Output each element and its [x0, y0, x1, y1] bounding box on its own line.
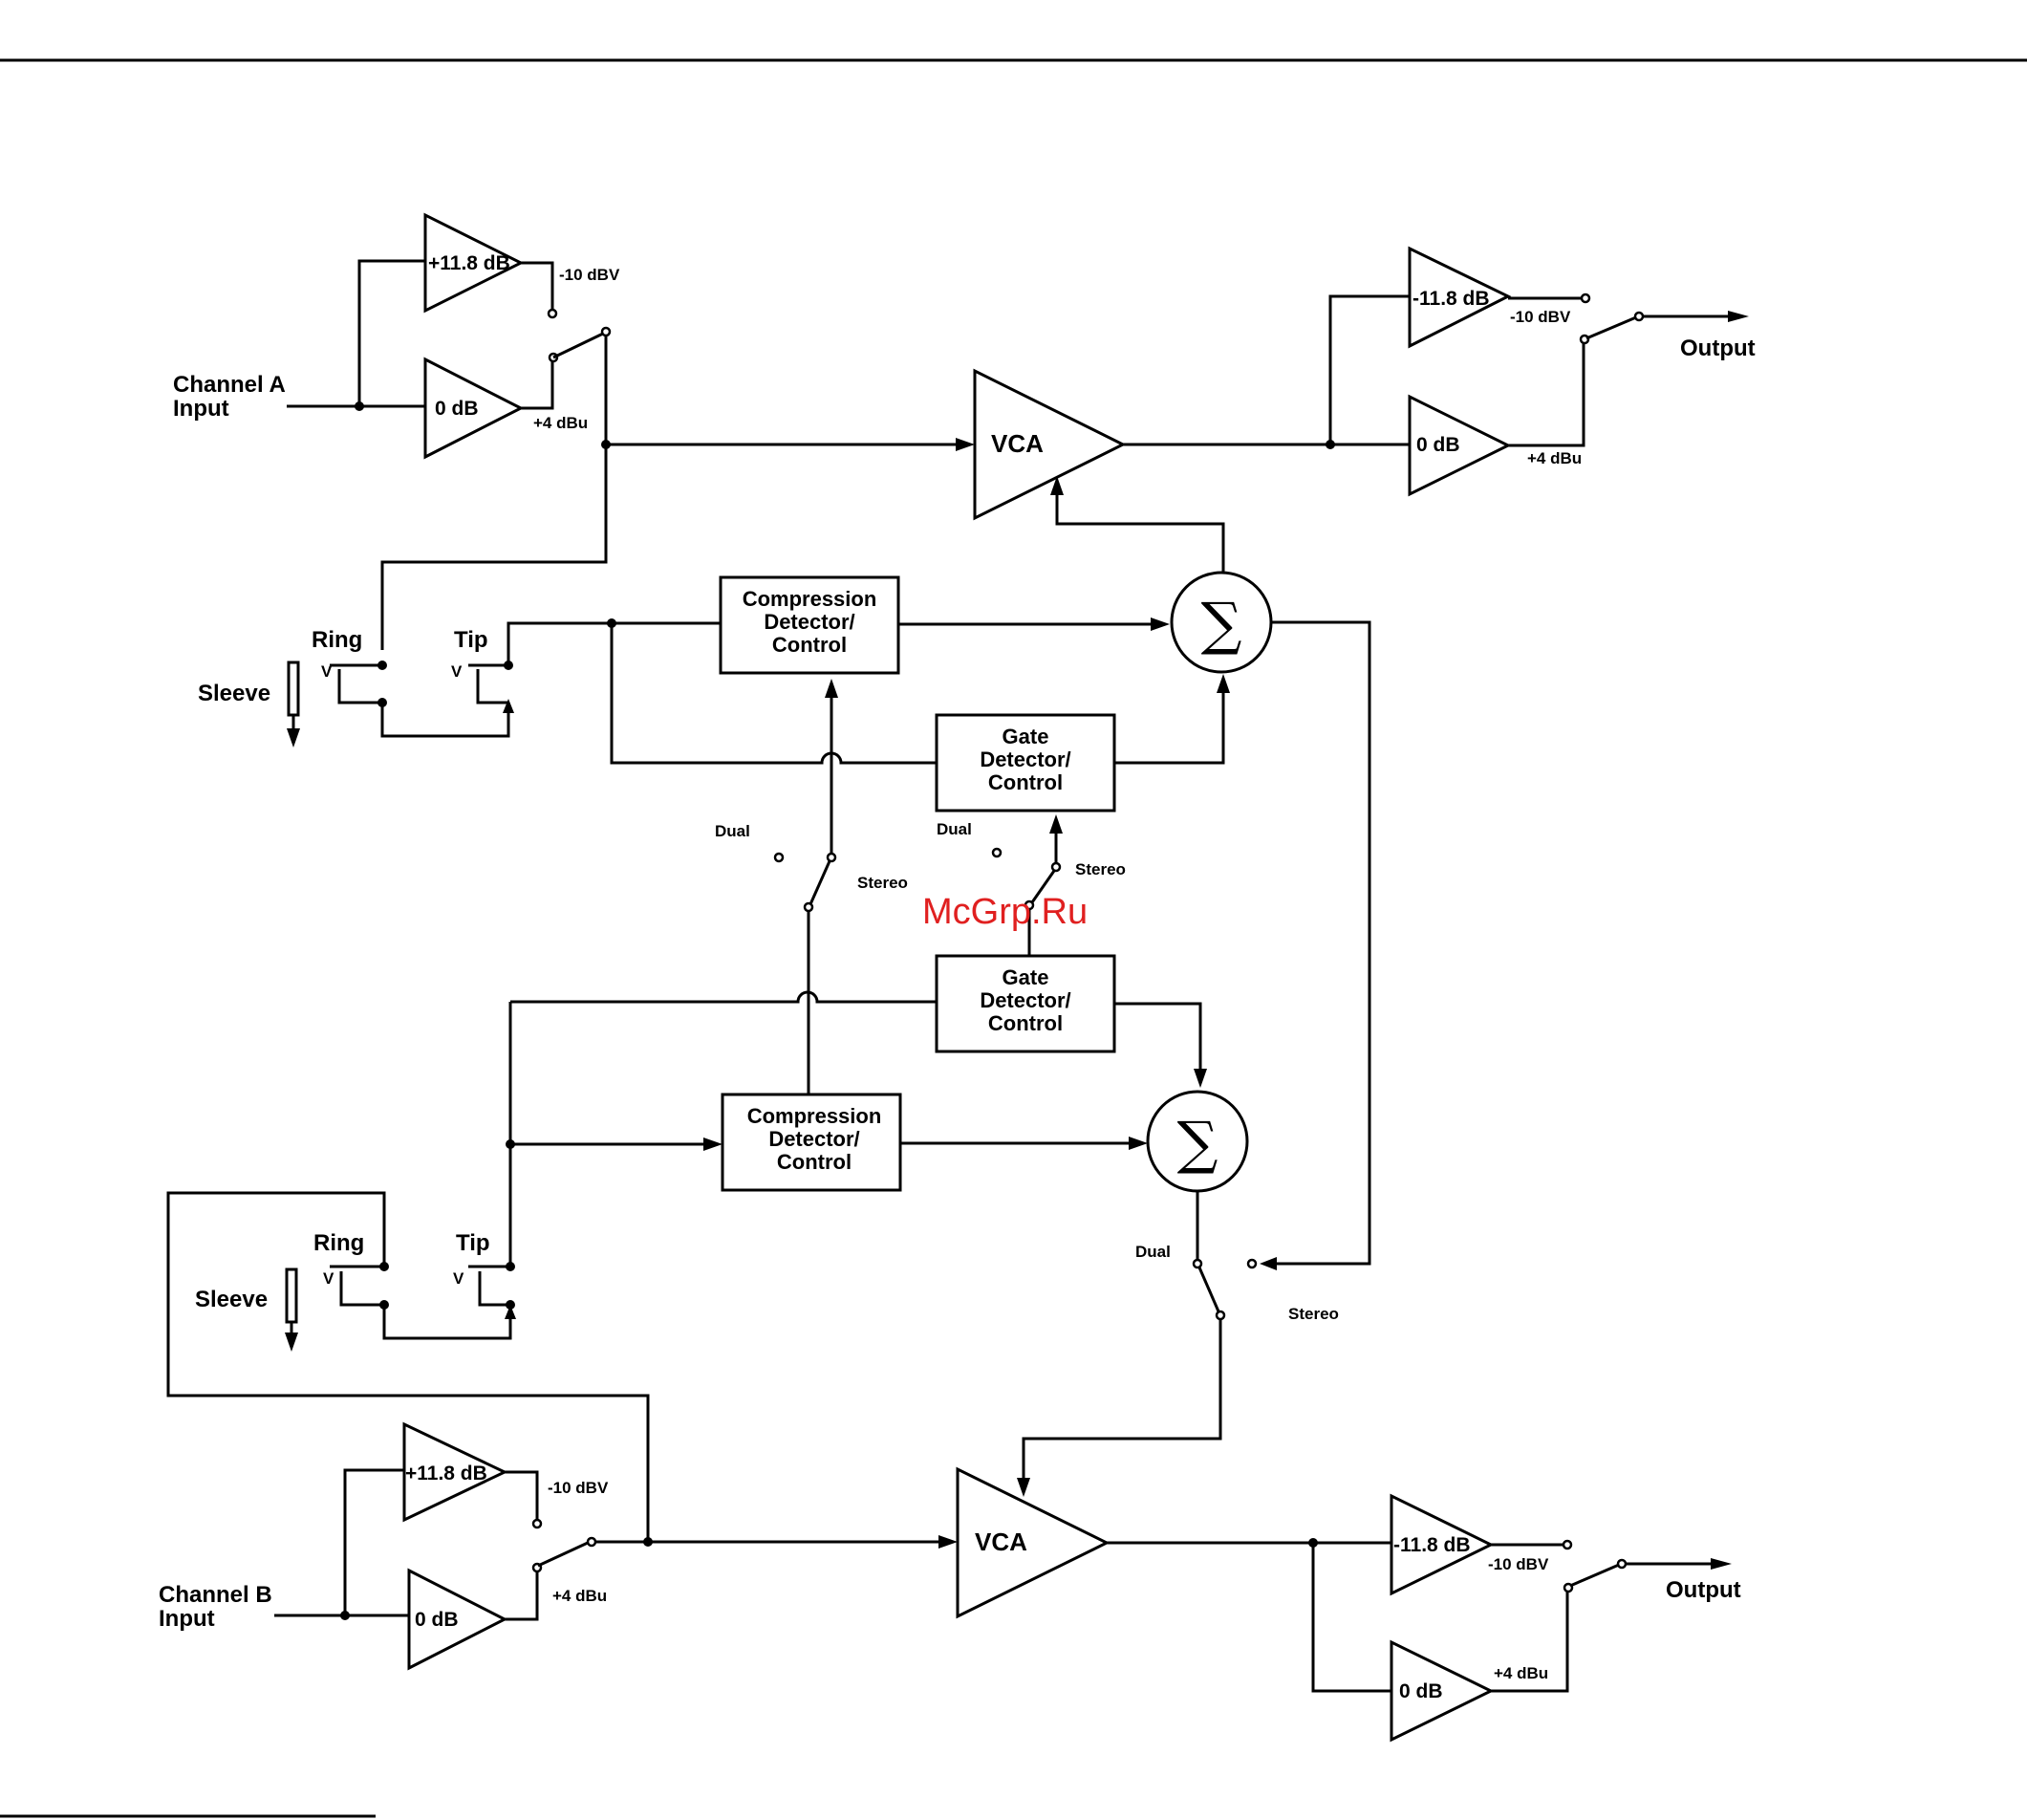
channel-b-summing-symbol: ∑: [1177, 1110, 1218, 1177]
channel-b-ring-label: Ring: [313, 1230, 364, 1256]
channel-a-input-amp-bottom: [423, 357, 525, 460]
channel-a-sleeve-label: Sleeve: [198, 681, 270, 706]
svg-text:Control: Control: [988, 770, 1063, 794]
channel-b-input-label-2: Input: [159, 1606, 215, 1632]
channel-b-output-label: Output: [1666, 1577, 1741, 1603]
svg-text:Control: Control: [777, 1150, 852, 1174]
svg-text:Compression: Compression: [743, 587, 877, 611]
channel-b-sleeve-label: Sleeve: [195, 1287, 268, 1312]
channel-a-section: Channel A Input +11.8 dB 0 dB -10 dBV +4…: [173, 212, 1756, 1270]
svg-text:V: V: [321, 662, 333, 681]
comp-switch-stereo-label: Stereo: [857, 874, 908, 892]
channel-a-tip-label: Tip: [454, 627, 488, 653]
channel-a-output-amp-bottom: [1408, 394, 1512, 497]
channel-b-out-amp-top-gain: -11.8 dB: [1393, 1534, 1471, 1556]
channel-a-amp-top-gain: +11.8 dB: [428, 252, 510, 274]
svg-text:Detector/: Detector/: [980, 748, 1070, 771]
channel-b-vca-label: VCA: [975, 1528, 1027, 1556]
channel-b-input-label: Channel B: [159, 1582, 272, 1608]
svg-text:Detector/: Detector/: [980, 988, 1070, 1012]
channel-b-level-plus4: +4 dBu: [552, 1587, 607, 1605]
channel-a-compression-block: [719, 575, 900, 675]
channel-b-input-amp-bottom: [407, 1568, 508, 1671]
svg-text:Detector/: Detector/: [768, 1127, 859, 1151]
svg-text:Control: Control: [772, 633, 847, 657]
channel-b-gate-block: [935, 954, 1116, 1053]
channel-b-out-amp-bottom-gain: 0 dB: [1399, 1680, 1443, 1702]
channel-a-output-amp-top: [1408, 246, 1512, 349]
channel-b-input-amp-top: [402, 1421, 508, 1523]
watermark: McGrp.Ru: [922, 892, 1088, 932]
channel-a-input-amp-top: [423, 212, 525, 314]
channel-b-vca: [956, 1466, 1111, 1619]
svg-text:V: V: [453, 1269, 464, 1288]
channel-a-out-level-minus10: -10 dBV: [1510, 308, 1571, 326]
channel-a-out-amp-bottom-gain: 0 dB: [1416, 434, 1460, 456]
channel-a-ring-label: Ring: [312, 627, 362, 653]
channel-b-compression-block: [721, 1093, 902, 1192]
channel-a-input-label: Channel A: [173, 372, 286, 398]
svg-text:Detector/: Detector/: [764, 610, 854, 634]
svg-text:Compression: Compression: [747, 1104, 882, 1128]
channel-b-sleeve-contact: [285, 1268, 298, 1324]
vca-switch-stereo-label: Stereo: [1288, 1305, 1339, 1323]
channel-a-out-amp-top-gain: -11.8 dB: [1412, 288, 1490, 310]
channel-b-amp-top-gain: +11.8 dB: [405, 1462, 487, 1484]
channel-a-vca-label: VCA: [991, 429, 1044, 458]
gate-switch-dual-label: Dual: [937, 820, 972, 838]
channel-a-level-minus10: -10 dBV: [559, 266, 620, 284]
svg-text:Gate: Gate: [1003, 725, 1049, 748]
channel-b-amp-bottom-gain: 0 dB: [415, 1609, 459, 1631]
channel-b-section: Gate Detector/ Control Compression Detec…: [159, 954, 1741, 1743]
channel-a-sleeve-contact: [287, 661, 300, 717]
vca-switch-dual-label: Dual: [1135, 1243, 1171, 1261]
channel-a-output-label: Output: [1680, 336, 1756, 361]
svg-text:Gate: Gate: [1003, 965, 1049, 989]
channel-b-out-level-plus4: +4 dBu: [1494, 1664, 1548, 1682]
svg-text:V: V: [451, 662, 463, 681]
channel-b-out-level-minus10: -10 dBV: [1488, 1555, 1549, 1573]
channel-a-input-label-2: Input: [173, 396, 229, 422]
channel-a-out-level-plus4: +4 dBu: [1527, 449, 1582, 467]
gate-switch-stereo-label: Stereo: [1075, 860, 1126, 878]
channel-b-tip-label: Tip: [456, 1230, 490, 1256]
svg-text:Control: Control: [988, 1011, 1063, 1035]
channel-a-summing-symbol: ∑: [1201, 591, 1242, 658]
channel-b-level-minus10: -10 dBV: [548, 1479, 609, 1497]
channel-b-output-amp-bottom: [1390, 1639, 1495, 1743]
channel-a-amp-bottom-gain: 0 dB: [435, 398, 479, 420]
channel-b-output-amp-top: [1390, 1493, 1495, 1596]
comp-switch-dual-label: Dual: [715, 822, 750, 840]
channel-a-level-plus4: +4 dBu: [533, 414, 588, 432]
channel-a-gate-block: [935, 713, 1116, 812]
channel-a-vca: [973, 368, 1127, 521]
svg-text:V: V: [323, 1269, 334, 1288]
